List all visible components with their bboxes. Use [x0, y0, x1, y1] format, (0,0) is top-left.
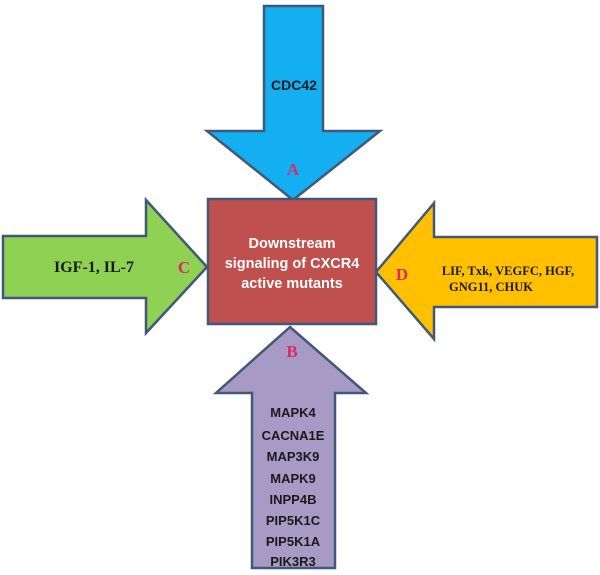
- arrow-a-shape: [203, 4, 384, 202]
- center-title-line-3: active mutants: [241, 276, 343, 292]
- arrow-b-gene: MAPK4: [270, 405, 316, 420]
- center-box-shape: [206, 197, 378, 326]
- arrow-b-gene-list: MAPK4 CACNA1E MAP3K9 MAPK9 INPP4B PIP5K1…: [262, 405, 325, 569]
- arrow-c-shape: [1, 196, 209, 337]
- center-title-line-2: signaling of CXCR4: [225, 256, 360, 272]
- arrow-b-gene: CACNA1E: [262, 428, 325, 443]
- arrow-d-gene-line-2: GNG11, CHUK: [449, 280, 533, 294]
- arrow-a-gene: CDC42: [271, 77, 317, 93]
- arrow-c-letter: C: [178, 258, 190, 277]
- arrow-d: D LIF, Txk, VEGFC, HGF, GNG11, CHUK: [374, 199, 599, 343]
- arrow-d-gene-line-1: LIF, Txk, VEGFC, HGF,: [442, 264, 574, 278]
- arrow-a: CDC42 A: [203, 4, 384, 202]
- arrow-c: IGF-1, IL-7 C: [1, 196, 209, 337]
- center-title-line-1: Downstream: [248, 236, 335, 252]
- arrow-d-letter: D: [396, 265, 408, 284]
- arrow-b-gene: MAP3K9: [267, 449, 320, 464]
- arrow-b-gene: MAPK9: [270, 471, 316, 486]
- arrow-c-gene: IGF-1, IL-7: [54, 259, 134, 276]
- arrow-b-letter: B: [286, 342, 297, 361]
- center-box: Downstream signaling of CXCR4 active mut…: [206, 197, 378, 326]
- arrow-b-shape: [212, 325, 370, 570]
- arrow-b-gene: INPP4B: [270, 492, 317, 507]
- arrow-b-gene: PIP5K1A: [266, 534, 321, 549]
- arrow-b-gene: PIK3R3: [270, 554, 316, 569]
- arrow-d-shape: [374, 199, 599, 343]
- arrow-b: B MAPK4 CACNA1E MAP3K9 MAPK9 INPP4B PIP5…: [212, 325, 370, 570]
- arrow-b-gene: PIP5K1C: [266, 513, 321, 528]
- arrow-a-letter: A: [287, 160, 300, 179]
